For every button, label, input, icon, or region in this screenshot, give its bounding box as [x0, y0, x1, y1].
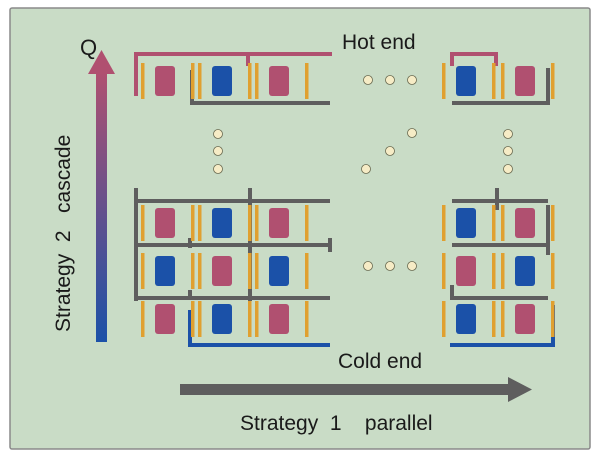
bottom-left-row-1-spacer-b-0 [191, 253, 195, 289]
bottom-right-row-0-spacer-a-0 [442, 205, 446, 241]
bottom-right-row-0-spacer-b-0 [492, 205, 496, 241]
q-axis-arrow [88, 50, 115, 342]
bottom-left-row-0-spacer-b-0 [191, 205, 195, 241]
top-left-spacer-a-1 [198, 63, 202, 99]
bottom-left-row-1-spacer-b-2 [305, 253, 309, 289]
top-right-spacer-b-0 [492, 63, 496, 99]
dots-right-col-1 [503, 146, 513, 156]
bottom-left-row-2-spacer-a-2 [255, 301, 259, 337]
dots-right-col-0 [503, 129, 513, 139]
top-right-spacer-a-0 [442, 63, 446, 99]
bottom-right-row-1-plate-1 [515, 256, 535, 286]
dots-mid-row-0 [363, 261, 373, 271]
dots-diagonal-1 [385, 146, 395, 156]
q-axis-label: Q [80, 35, 97, 60]
top-right-plate-0 [456, 66, 476, 96]
dots-right-col-2 [503, 164, 513, 174]
bottom-left-row-2-spacer-a-0 [141, 301, 145, 337]
top-right-plate-1 [515, 66, 535, 96]
bottom-left-row-2-spacer-b-2 [305, 301, 309, 337]
top-right-spacer-a-1 [501, 63, 505, 99]
dots-left-col-0 [213, 129, 223, 139]
bottom-left-row-0-plate-1 [212, 208, 232, 238]
bottom-left-row-2-spacer-a-1 [198, 301, 202, 337]
dots-diagonal-2 [361, 164, 371, 174]
strategy-1-arrow [180, 377, 532, 402]
bottom-left-row-0-spacer-a-1 [198, 205, 202, 241]
top-left-spacer-b-0 [191, 63, 195, 99]
bottom-right-row-2-spacer-b-1 [551, 301, 555, 337]
top-right-spacer-b-1 [551, 63, 555, 99]
bottom-right-row-0-plate-1 [515, 208, 535, 238]
bottom-left-row-1-spacer-a-1 [198, 253, 202, 289]
dots-left-col-1 [213, 146, 223, 156]
plate-stacks [141, 63, 555, 337]
bottom-left-row-1-spacer-a-0 [141, 253, 145, 289]
bottom-right-row-0-spacer-a-1 [501, 205, 505, 241]
dots-diagonal-0 [407, 128, 417, 138]
top-left-plate-0 [155, 66, 175, 96]
bottom-left-row-2-spacer-b-1 [248, 301, 252, 337]
bottom-right-row-2-spacer-a-0 [442, 301, 446, 337]
bottom-left-row-1-plate-2 [269, 256, 289, 286]
dots-left-col-2 [213, 164, 223, 174]
bottom-left-row-0-plate-0 [155, 208, 175, 238]
bottom-left-row-2-plate-0 [155, 304, 175, 334]
hot-end-label: Hot end [342, 31, 416, 54]
strategy-2-label: Strategy 2 cascade [52, 135, 75, 332]
dots-hot-row-1 [385, 75, 395, 85]
bottom-right-row-1-spacer-a-0 [442, 253, 446, 289]
top-left-spacer-b-2 [305, 63, 309, 99]
bottom-left-row-2-plate-2 [269, 304, 289, 334]
dots-hot-row-2 [407, 75, 417, 85]
continuation-dots [213, 75, 513, 271]
bottom-right-row-1-spacer-a-1 [501, 253, 505, 289]
strategy-1-label: Strategy 1 parallel [240, 412, 433, 435]
top-left-spacer-b-1 [248, 63, 252, 99]
bottom-left-row-0-spacer-a-0 [141, 205, 145, 241]
bottom-right-row-2-spacer-b-0 [492, 301, 496, 337]
bottom-left-row-0-spacer-a-2 [255, 205, 259, 241]
bottom-right-row-1-spacer-b-0 [492, 253, 496, 289]
diagram-background [10, 8, 590, 449]
bottom-right-row-1-spacer-b-1 [551, 253, 555, 289]
bottom-right-row-0-spacer-b-1 [551, 205, 555, 241]
bottom-left-row-1-plate-1 [212, 256, 232, 286]
bottom-left-row-1-plate-0 [155, 256, 175, 286]
bottom-right-row-2-spacer-a-1 [501, 301, 505, 337]
cold-end-label: Cold end [338, 350, 422, 373]
top-left-spacer-a-2 [255, 63, 259, 99]
dots-hot-row-0 [363, 75, 373, 85]
bottom-left-row-0-spacer-b-1 [248, 205, 252, 241]
bottom-right-row-0-plate-0 [456, 208, 476, 238]
bottom-right-row-2-plate-0 [456, 304, 476, 334]
bottom-left-row-0-plate-2 [269, 208, 289, 238]
top-left-plate-2 [269, 66, 289, 96]
top-left-plate-1 [212, 66, 232, 96]
bottom-left-row-0-spacer-b-2 [305, 205, 309, 241]
dots-mid-row-1 [385, 261, 395, 271]
bottom-right-row-1-plate-0 [456, 256, 476, 286]
bottom-left-row-1-spacer-a-2 [255, 253, 259, 289]
bottom-left-row-1-spacer-b-1 [248, 253, 252, 289]
diagram-border [9, 7, 591, 450]
bottom-right-row-2-plate-1 [515, 304, 535, 334]
top-left-spacer-a-0 [141, 63, 145, 99]
bottom-left-row-2-spacer-b-0 [191, 301, 195, 337]
bottom-left-row-2-plate-1 [212, 304, 232, 334]
dots-mid-row-2 [407, 261, 417, 271]
